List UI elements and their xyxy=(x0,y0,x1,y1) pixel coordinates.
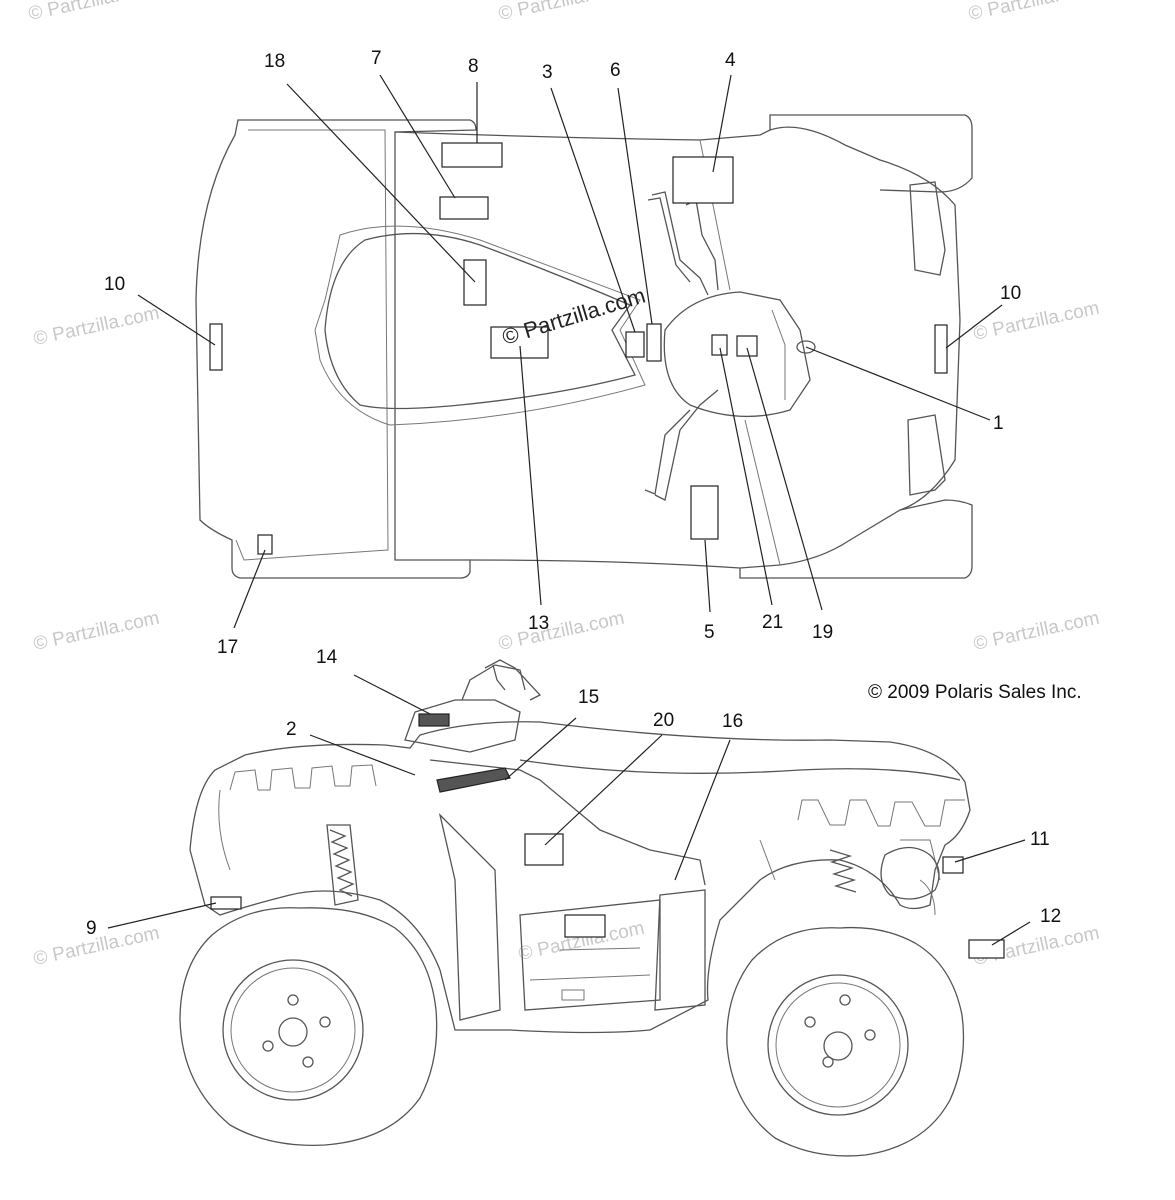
watermark: © Partzilla.com xyxy=(967,0,1097,25)
top-view-decals xyxy=(209,142,948,555)
copyright-note: © 2009 Polaris Sales Inc. xyxy=(868,682,1082,703)
watermark: © Partzilla.com xyxy=(972,608,1102,655)
callout-14: 14 xyxy=(316,647,338,668)
callout-10-rear: 10 xyxy=(104,274,125,295)
callout-7: 7 xyxy=(371,48,382,69)
callout-20: 20 xyxy=(653,710,674,731)
top-view-leaders xyxy=(137,74,1003,629)
watermark: © Partzilla.com xyxy=(972,298,1102,345)
decal-18 xyxy=(463,259,487,306)
decal-9 xyxy=(210,896,242,910)
callout-18: 18 xyxy=(264,51,285,72)
callout-5: 5 xyxy=(704,622,715,643)
callout-6: 6 xyxy=(610,60,621,81)
callout-1: 1 xyxy=(993,413,1004,434)
decal-10-rear xyxy=(209,323,223,371)
callout-12: 12 xyxy=(1040,906,1061,927)
decal-10-front xyxy=(934,324,948,374)
callout-19: 19 xyxy=(812,622,833,643)
decal-14 xyxy=(418,713,450,727)
callout-17: 17 xyxy=(217,637,238,658)
decal-3 xyxy=(625,331,645,358)
callout-13: 13 xyxy=(528,613,549,634)
side-view-drawing xyxy=(179,659,971,1157)
callout-10-front: 10 xyxy=(1000,283,1021,304)
side-view-decals xyxy=(210,713,1005,959)
decal-19 xyxy=(736,335,758,357)
watermark: © Partzilla.com xyxy=(497,0,627,25)
watermark: © Partzilla.com xyxy=(27,0,157,25)
decal-12 xyxy=(968,939,1005,959)
decal-15 xyxy=(436,767,511,793)
callout-4: 4 xyxy=(725,50,736,71)
decal-side-panel xyxy=(564,914,606,938)
callout-11: 11 xyxy=(1030,829,1050,850)
decal-20 xyxy=(524,833,564,866)
callout-3: 3 xyxy=(542,62,553,83)
decal-21 xyxy=(711,334,728,356)
callout-2: 2 xyxy=(286,719,297,740)
side-view-leaders xyxy=(107,674,1031,946)
callout-15: 15 xyxy=(578,687,599,708)
callout-16: 16 xyxy=(722,711,743,732)
decal-7 xyxy=(439,196,489,220)
watermark: © Partzilla.com xyxy=(32,303,162,350)
callout-8: 8 xyxy=(468,56,479,77)
decal-6 xyxy=(646,323,662,362)
decal-11 xyxy=(942,856,964,874)
decal-17 xyxy=(257,534,273,555)
callout-21: 21 xyxy=(762,612,783,633)
callout-labels: 1 2 3 4 5 6 7 8 9 10 10 11 12 13 14 15 1… xyxy=(86,48,1061,939)
watermark: © Partzilla.com xyxy=(497,608,627,655)
decal-5 xyxy=(690,485,719,540)
callout-9: 9 xyxy=(86,918,97,939)
decal-13 xyxy=(490,326,549,359)
decal-4 xyxy=(672,156,734,204)
watermark: © Partzilla.com xyxy=(32,608,162,655)
decal-8 xyxy=(441,142,503,168)
